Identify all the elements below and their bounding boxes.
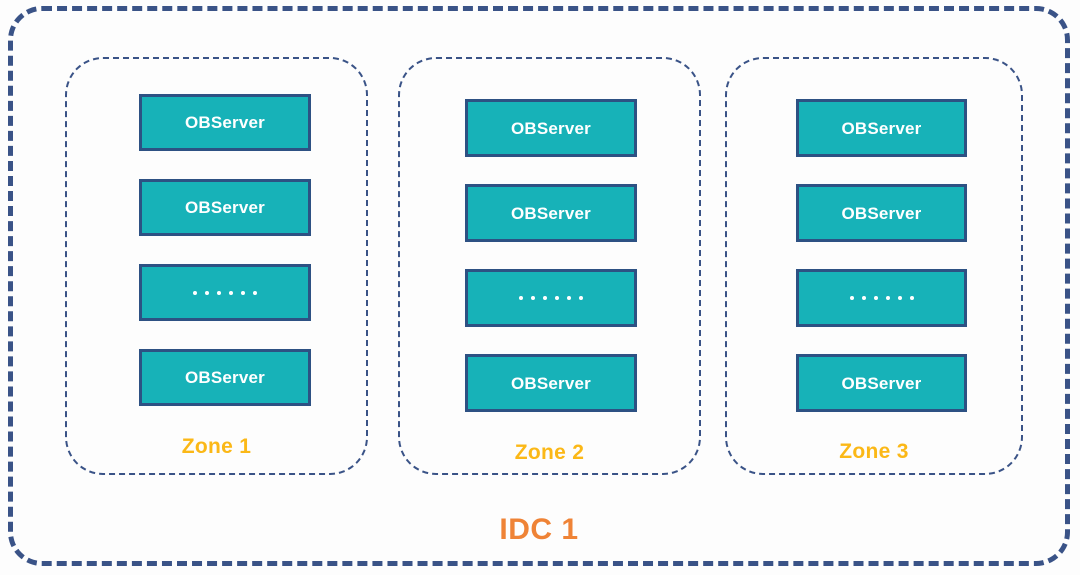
zone-label-1: Zone 1	[181, 435, 252, 458]
zone-label-3: Zone 3	[839, 440, 909, 463]
ellipsis-node[interactable]	[796, 269, 967, 327]
ellipsis-node[interactable]	[465, 269, 637, 327]
server-node-label: OBServer	[510, 118, 592, 138]
server-node[interactable]: OBServer	[139, 94, 311, 151]
server-node-label: OBServer	[184, 368, 266, 387]
idc-title: IDC 1	[499, 513, 579, 546]
zone-container-1[interactable]: OBServer OBServer OBServer Zone 1	[65, 57, 368, 475]
server-node[interactable]: OBServer	[796, 184, 967, 242]
server-node-label: OBServer	[841, 203, 922, 223]
server-node[interactable]: OBServer	[465, 99, 637, 157]
ellipsis-node[interactable]	[139, 264, 311, 321]
zone-container-2[interactable]: OBServer OBServer OBServer Zone 2	[398, 57, 701, 475]
zone-container-3[interactable]: OBServer OBServer OBServer Zone 3	[725, 57, 1023, 475]
server-node[interactable]: OBServer	[139, 349, 311, 406]
server-node-label: OBServer	[841, 373, 922, 393]
server-node[interactable]: OBServer	[465, 184, 637, 242]
ellipsis-dots-icon	[519, 296, 583, 300]
server-node[interactable]: OBServer	[796, 99, 967, 157]
server-node[interactable]: OBServer	[139, 179, 311, 236]
server-node-label: OBServer	[184, 113, 266, 132]
server-node[interactable]: OBServer	[796, 354, 967, 412]
server-node-label: OBServer	[184, 198, 266, 217]
idc-container: OBServer OBServer OBServer Zone 1 OBServ…	[8, 6, 1070, 566]
ellipsis-dots-icon	[849, 296, 914, 300]
server-node-label: OBServer	[841, 118, 922, 138]
server-node-label: OBServer	[510, 373, 592, 393]
server-node[interactable]: OBServer	[465, 354, 637, 412]
zone-label-2: Zone 2	[514, 441, 585, 464]
ellipsis-dots-icon	[193, 290, 257, 295]
server-node-label: OBServer	[510, 203, 592, 223]
